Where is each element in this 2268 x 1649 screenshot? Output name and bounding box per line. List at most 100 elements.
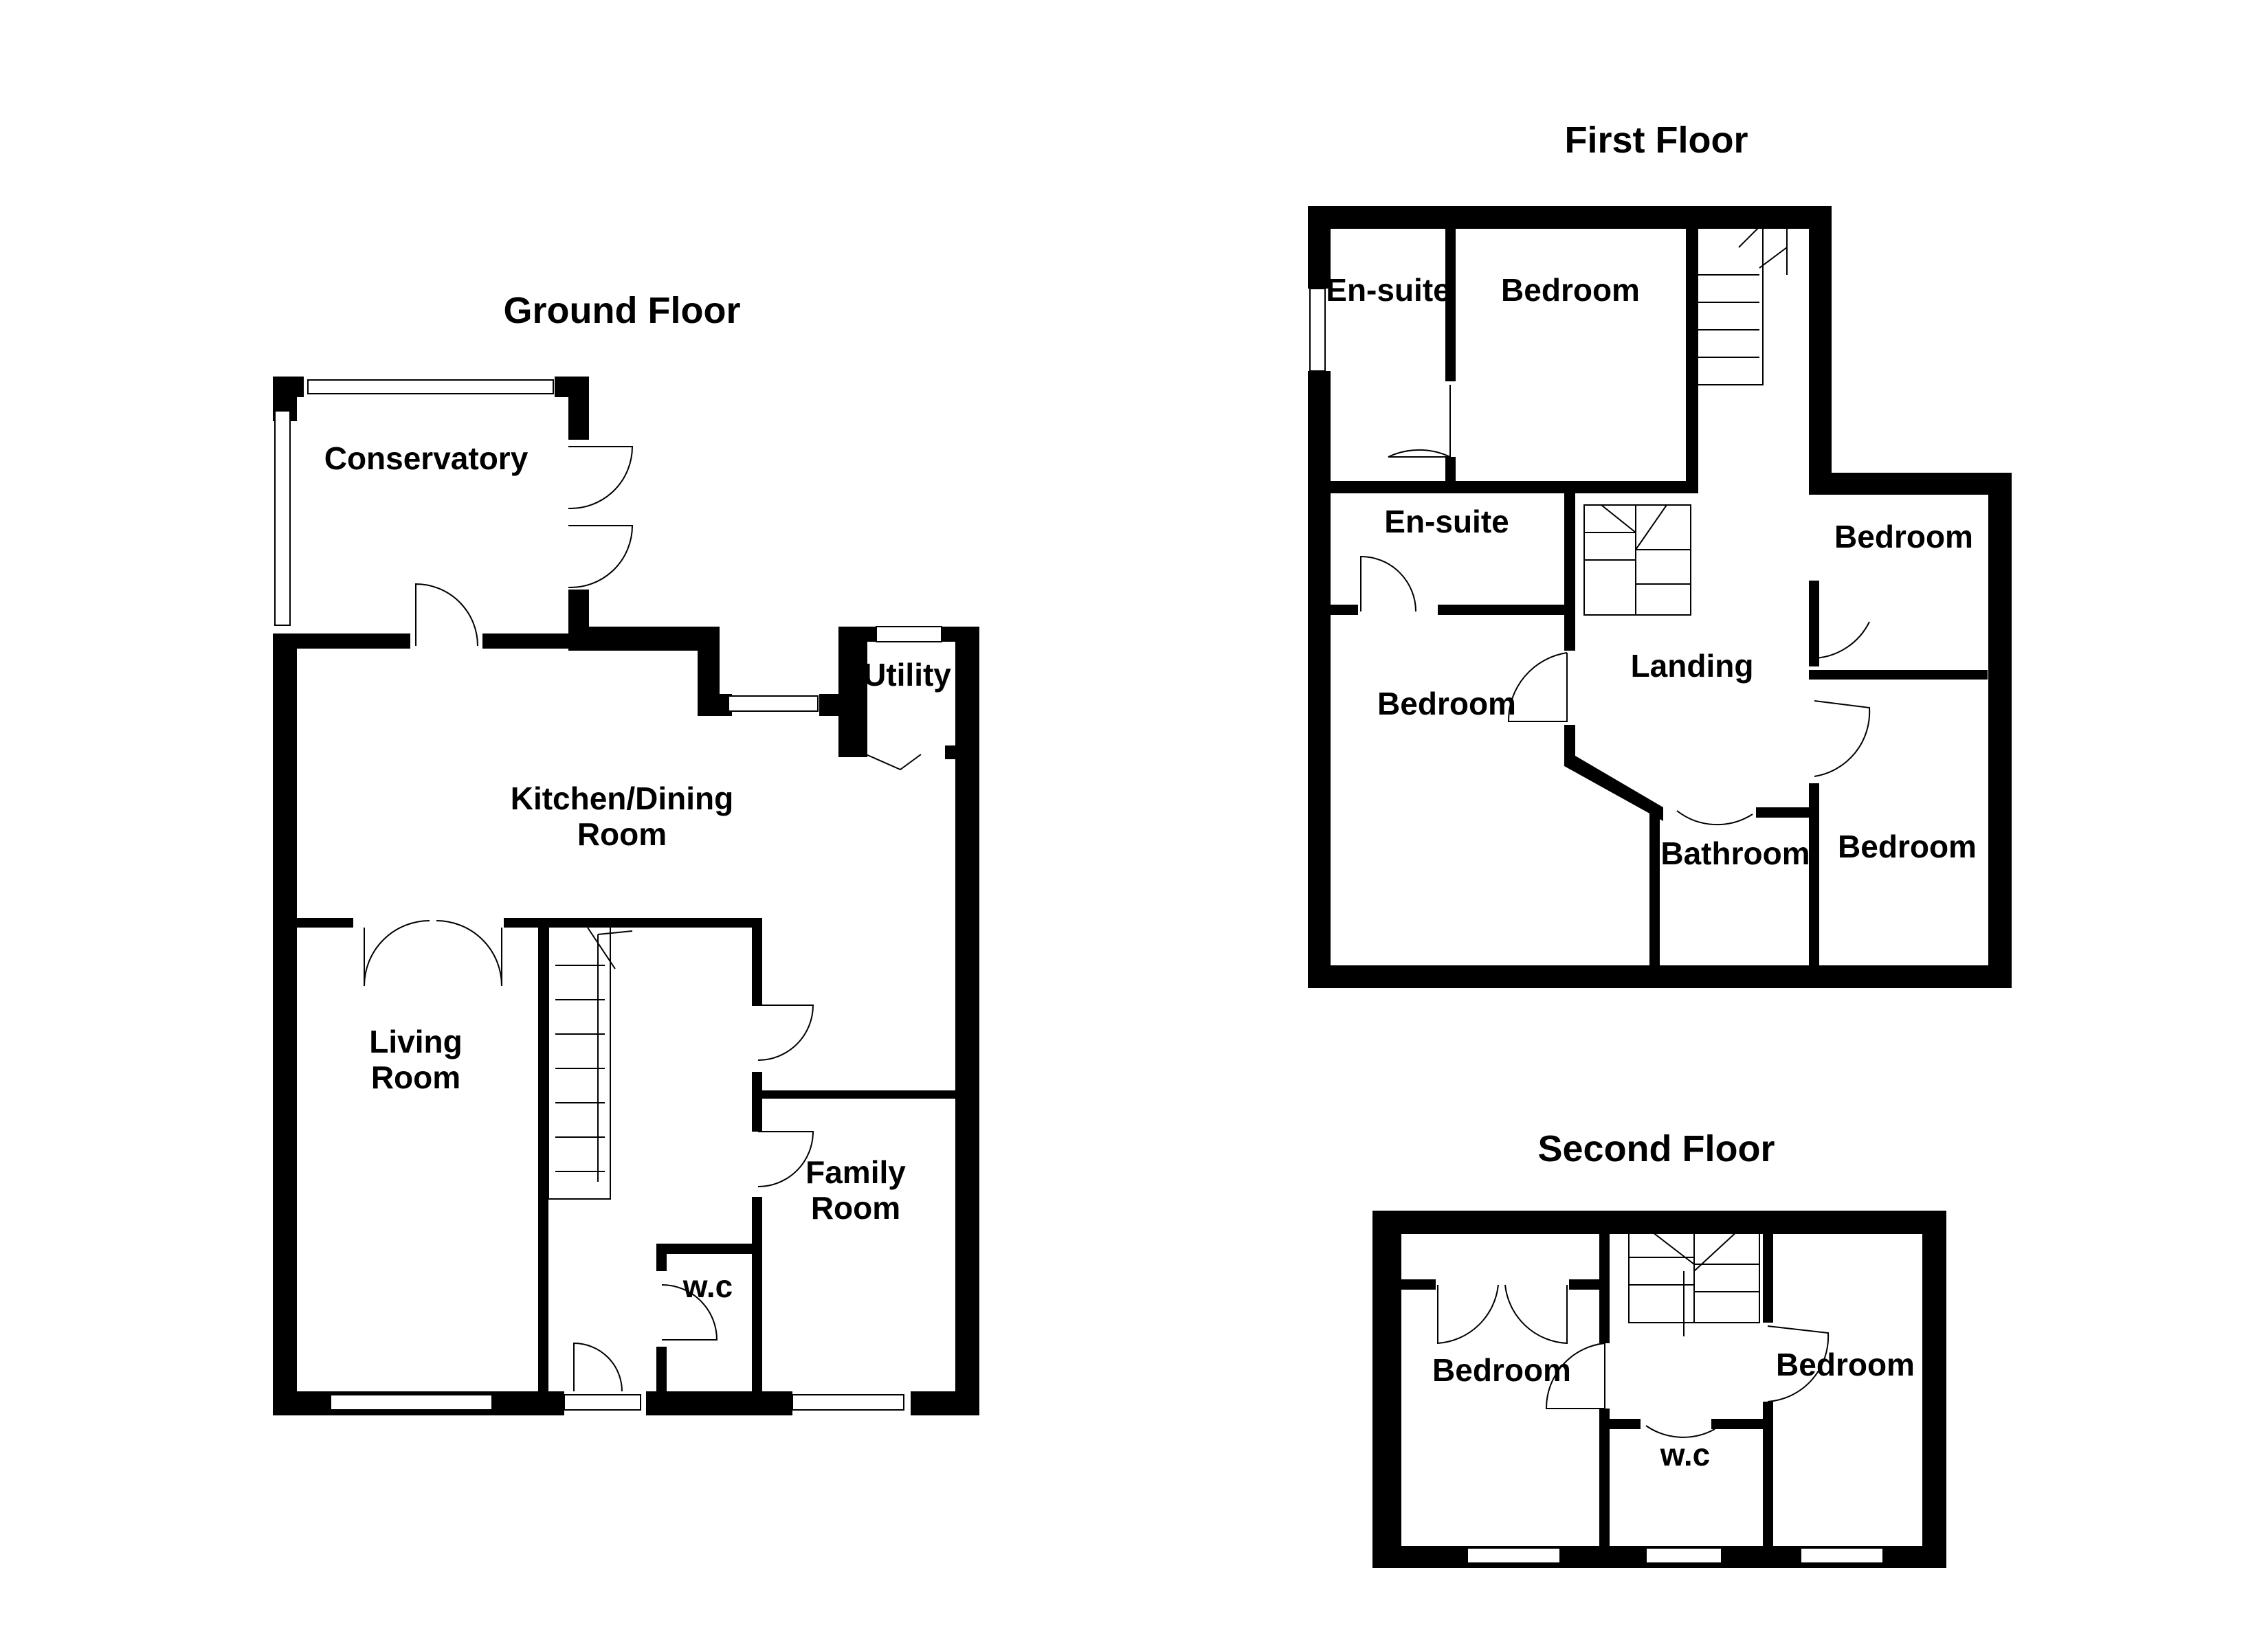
ground-door: [757, 1005, 814, 1061]
first-stairs-up: [1693, 219, 1788, 385]
second-stairs: [1628, 1229, 1760, 1336]
ground-window: [728, 695, 819, 712]
ground-wall: [646, 1391, 792, 1415]
second-wall: [1711, 1419, 1773, 1429]
second-wall: [1401, 1279, 1436, 1290]
ground-window: [876, 626, 942, 642]
ground-wall: [752, 918, 762, 1006]
ground-wall: [838, 627, 867, 757]
first-door: [1388, 385, 1451, 458]
ground-wall: [656, 1347, 667, 1395]
ground-wall: [752, 1197, 762, 1396]
first-door: [1507, 652, 1568, 722]
first-door: [1360, 555, 1416, 612]
second-wall: [1599, 1409, 1610, 1553]
second-window: [1467, 1547, 1561, 1564]
ground-window: [307, 379, 554, 394]
ground-door: [364, 920, 502, 987]
ground-wall: [656, 1244, 667, 1271]
ground-wall: [942, 627, 979, 642]
first-wall: [1809, 473, 2012, 495]
second-wall: [1569, 1279, 1607, 1290]
ground-floor-title: Ground Floor: [504, 290, 741, 331]
ground-door: [568, 446, 634, 589]
first-ensuite-2-label: En-suite: [1384, 504, 1509, 539]
first-wall: [1308, 206, 1832, 229]
second-floor: Second Floor Bedroom: [1372, 1128, 1946, 1568]
first-wall: [1438, 605, 1572, 615]
first-wall: [1809, 670, 1988, 680]
ground-door: [865, 754, 922, 771]
first-stairs-down: [1583, 504, 1691, 616]
second-wall: [1372, 1211, 1401, 1568]
ground-wc-label: w.c: [682, 1268, 733, 1304]
second-wall: [1599, 1419, 1641, 1429]
second-door: [1437, 1284, 1568, 1345]
second-wall: [1763, 1402, 1773, 1553]
second-door: [1645, 1425, 1715, 1438]
second-door: [1545, 1343, 1605, 1409]
ground-wall: [538, 923, 548, 1391]
first-window: [1309, 288, 1326, 372]
first-floor-title: First Floor: [1565, 120, 1748, 161]
family-room-label-line1: Family: [805, 1154, 906, 1190]
ground-wall: [297, 918, 353, 928]
second-door: [1767, 1325, 1830, 1402]
second-window: [1645, 1547, 1722, 1564]
landing-label: Landing: [1631, 648, 1754, 684]
first-wall: [1564, 756, 1663, 821]
first-wall: [1564, 491, 1575, 651]
bathroom-label: Bathroom: [1660, 835, 1810, 871]
ground-door: [757, 1131, 814, 1187]
ground-wall: [482, 633, 568, 649]
kitchen-dining-label-line1: Kitchen/Dining: [511, 781, 734, 816]
second-window: [1800, 1547, 1884, 1564]
conservatory-label: Conservatory: [324, 440, 529, 476]
ground-stairs: [548, 925, 633, 1200]
ground-door: [573, 1342, 623, 1392]
ground-window: [330, 1394, 493, 1411]
first-wall: [1331, 481, 1698, 493]
living-room-label-line1: Living: [369, 1024, 462, 1059]
ground-wall: [273, 633, 410, 649]
first-ensuite-1-label: En-suite: [1326, 272, 1450, 308]
second-wc-label: w.c: [1660, 1437, 1710, 1472]
kitchen-dining-label-line2: Room: [577, 816, 667, 852]
ground-door: [415, 583, 478, 647]
second-bedroom-1-label: Bedroom: [1432, 1352, 1571, 1388]
first-wall: [1564, 725, 1575, 763]
first-door: [1814, 700, 1871, 777]
utility-label: Utility: [863, 657, 951, 693]
ground-wall: [955, 627, 979, 1415]
ground-door: [661, 1284, 718, 1340]
ground-window: [274, 410, 291, 626]
first-floor: First Floor: [1308, 120, 2012, 988]
ground-floor: Ground Floor: [273, 290, 979, 1415]
ground-wall: [656, 1244, 756, 1254]
first-door: [1676, 810, 1753, 826]
second-floor-title: Second Floor: [1537, 1128, 1775, 1169]
first-wall: [1649, 807, 1660, 972]
ground-wall: [758, 1090, 955, 1099]
ground-wall: [273, 646, 297, 1415]
first-bedroom-3-label: Bedroom: [1834, 519, 1973, 554]
second-wall: [1763, 1230, 1773, 1323]
ground-window: [564, 1394, 641, 1411]
first-wall: [1809, 783, 1819, 972]
ground-wall: [698, 694, 732, 716]
first-bedroom-2-label: Bedroom: [1377, 686, 1516, 721]
second-wall: [1922, 1211, 1946, 1568]
ground-window: [792, 1394, 904, 1411]
first-wall: [1988, 473, 2012, 988]
ground-wall: [752, 1072, 762, 1132]
living-room-label-line2: Room: [371, 1059, 460, 1095]
first-door: [1814, 583, 1870, 660]
first-bedroom-4-label: Bedroom: [1838, 829, 1977, 864]
ground-wall: [273, 377, 304, 397]
first-wall: [1445, 457, 1456, 488]
first-wall: [1809, 206, 1832, 495]
first-wall: [1445, 220, 1456, 381]
ground-wall: [838, 627, 876, 642]
family-room-label-line2: Room: [811, 1190, 900, 1226]
